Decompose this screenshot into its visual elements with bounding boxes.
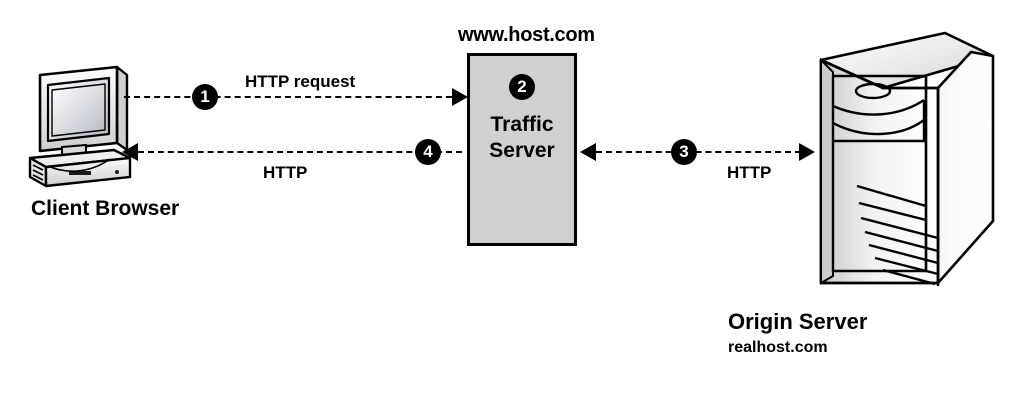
arrowhead-left-to-traffic-server xyxy=(580,143,596,161)
step-badge-1: 1 xyxy=(192,84,218,110)
arrowhead-right-to-origin xyxy=(799,143,815,161)
arrowhead-left-to-client xyxy=(122,143,138,161)
step-badge-4: 4 xyxy=(415,139,441,165)
http-response-label: HTTP xyxy=(263,163,308,182)
http-origin-label: HTTP xyxy=(727,163,772,182)
traffic-server-label: Traffic Server xyxy=(467,112,577,164)
arrowhead-right-to-traffic-server xyxy=(452,88,468,106)
flow-line-1 xyxy=(124,96,462,98)
origin-server-icon xyxy=(795,28,1010,323)
http-request-label: HTTP request xyxy=(245,72,356,91)
origin-server-label: Origin Server xyxy=(728,309,868,334)
client-browser-label: Client Browser xyxy=(31,197,180,220)
client-computer-icon xyxy=(22,55,142,190)
traffic-server-label-line1: Traffic xyxy=(490,113,554,136)
step-badge-2: 2 xyxy=(509,74,535,100)
traffic-server-label-line2: Server xyxy=(489,139,555,162)
flow-line-3 xyxy=(596,151,801,153)
origin-server-hostname-label: realhost.com xyxy=(728,339,828,356)
flow-line-4 xyxy=(138,151,462,153)
traffic-server-hostname-label: www.host.com xyxy=(458,24,595,46)
step-badge-3: 3 xyxy=(671,139,697,165)
